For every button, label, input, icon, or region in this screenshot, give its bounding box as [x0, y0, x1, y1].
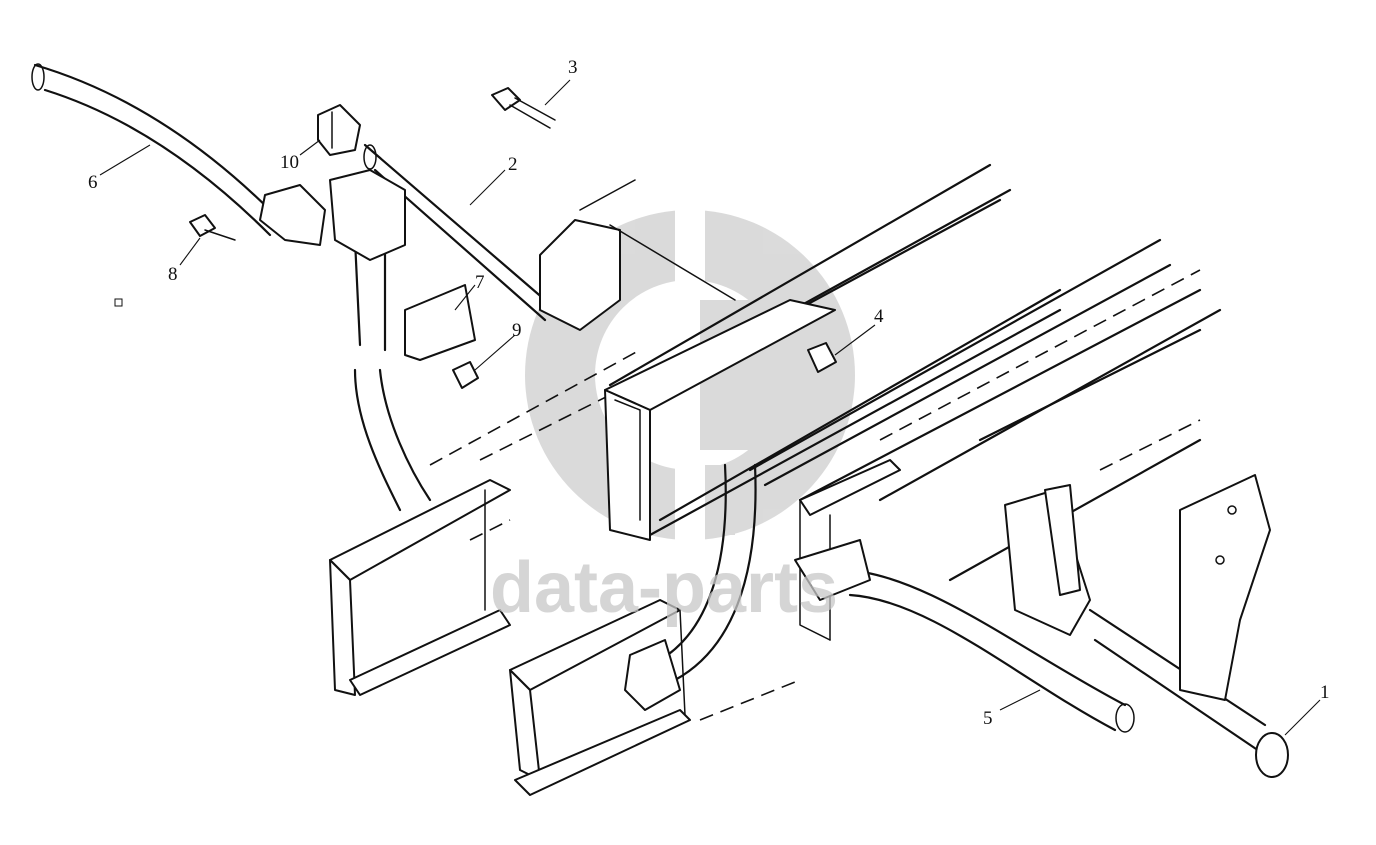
leader-lines — [99, 79, 1321, 736]
callout-6: 6 — [88, 172, 98, 193]
small-square-marker — [114, 298, 123, 307]
crossmember-left-lower — [329, 479, 511, 696]
callout-4: 4 — [874, 306, 884, 327]
callout-8: 8 — [168, 264, 178, 285]
stabilizer-bar-part-5 — [353, 368, 1135, 733]
bolt-part-3 — [491, 87, 556, 129]
part-1-assembly — [1004, 474, 1289, 778]
callout-10: 10 — [280, 152, 299, 173]
nut-part-9 — [452, 361, 479, 389]
callout-5: 5 — [983, 708, 993, 729]
bushing-part-10 — [317, 104, 361, 156]
callout-3: 3 — [568, 57, 578, 78]
callout-labels: 1 2 3 4 5 6 7 8 9 10 — [88, 57, 1330, 729]
stabilizer-bar-part-6 — [31, 63, 387, 352]
callout-2: 2 — [508, 154, 518, 175]
nut-part-4 — [807, 342, 837, 373]
bolt-part-8 — [189, 214, 236, 241]
crossmember-center — [604, 299, 836, 541]
watermark-text: data-parts — [490, 548, 838, 628]
callout-7: 7 — [475, 272, 485, 293]
callout-1: 1 — [1320, 682, 1330, 703]
crossmember-bottom — [509, 599, 691, 796]
clamps — [259, 169, 871, 711]
callout-9: 9 — [512, 320, 522, 341]
